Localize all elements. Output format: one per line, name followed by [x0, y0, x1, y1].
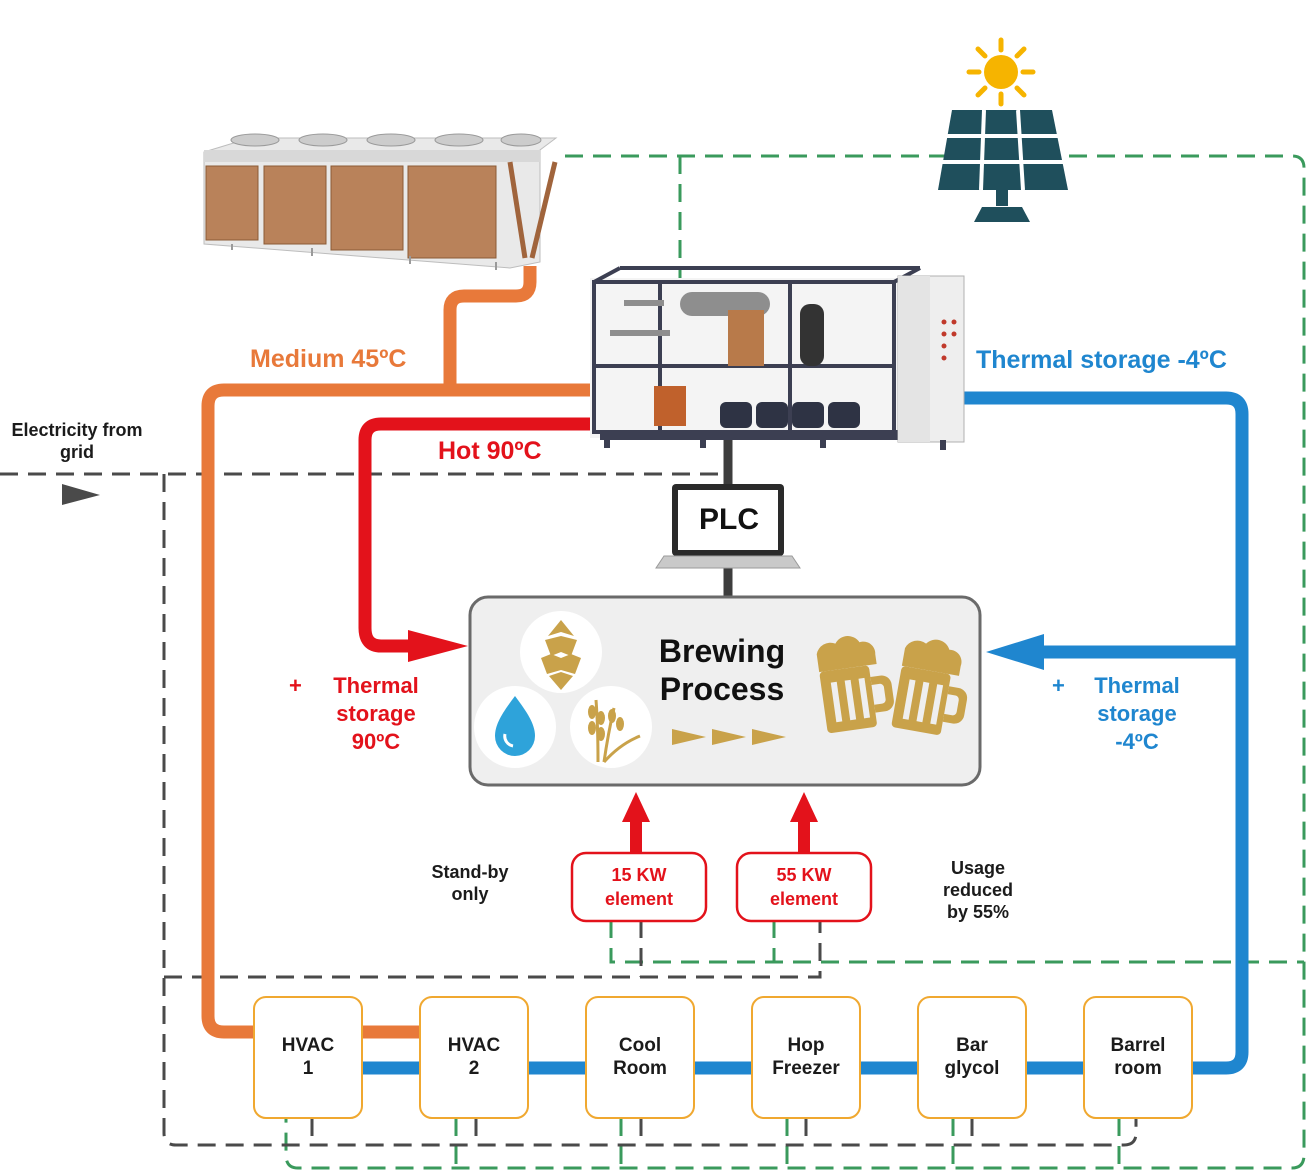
hop-icon — [520, 611, 602, 693]
unit-hop-freezer: Hop Freezer — [752, 1034, 860, 1080]
unit-bar-glycol: Bar glycol — [918, 1034, 1026, 1080]
cold-storage-line3: -4ºC — [1115, 729, 1159, 754]
brewing-process-title: Brewing Process — [632, 632, 812, 708]
cold-storage-plus: + — [1052, 673, 1065, 698]
standby-line1: Stand-by — [431, 862, 509, 882]
dry-cooler-icon — [203, 133, 558, 270]
unit-hvac-2: HVAC 2 — [420, 1034, 528, 1080]
hot-storage-line2: storage — [336, 701, 416, 726]
unit-cool-room-line1: Cool — [618, 1035, 662, 1056]
cold-storage-label: Thermal storage -4ºC — [1077, 672, 1197, 756]
cold-storage-line2: storage — [1097, 701, 1177, 726]
unit-barrel-room-line2: room — [1114, 1058, 1162, 1079]
grid-label-line1: Electricity from — [11, 420, 143, 440]
hot-flow-label: Hot 90ºC — [438, 437, 542, 465]
element-box-15kw — [570, 851, 708, 923]
hot-storage-plus: + — [289, 673, 302, 698]
hot-temperature-pipe — [358, 417, 596, 653]
element-15kw-label: 15 KW element — [572, 863, 706, 911]
unit-hvac-1-line2: 1 — [302, 1058, 314, 1079]
element-15kw-line1: 15 KW — [611, 865, 667, 885]
hot-inlet-arrow-icon — [408, 630, 468, 662]
usage-note: Usage reduced by 55% — [918, 857, 1038, 923]
plc-label: PLC — [699, 503, 759, 536]
unit-hvac-1: HVAC 1 — [254, 1034, 362, 1080]
unit-cool-room: Cool Room — [586, 1034, 694, 1080]
unit-hvac-2-line1: HVAC — [447, 1035, 501, 1056]
grid-direction-arrow-icon — [62, 484, 100, 505]
grid-label: Electricity from grid — [0, 419, 154, 463]
medium-temperature-pipe — [201, 266, 596, 1039]
hot-storage-line1: Thermal — [333, 673, 419, 698]
water-drop-icon — [474, 686, 556, 768]
unit-hvac-1-line1: HVAC — [281, 1035, 335, 1056]
sun-icon — [966, 37, 1036, 107]
unit-barrel-room: Barrel room — [1084, 1034, 1192, 1080]
standby-line2: only — [451, 884, 489, 904]
usage-line2: reduced — [942, 880, 1014, 900]
cold-flow-label: Thermal storage -4ºC — [976, 346, 1227, 374]
element-55kw-line2: element — [769, 889, 839, 909]
cold-storage-pipe — [362, 391, 1249, 1075]
laptop-icon — [655, 484, 801, 569]
hot-storage-line3: 90ºC — [351, 729, 401, 754]
hot-storage-label: Thermal storage 90ºC — [316, 672, 436, 756]
element-55kw-label: 55 KW element — [737, 863, 871, 911]
unit-bar-glycol-line2: glycol — [944, 1058, 1000, 1079]
solar-panel-icon — [938, 109, 1068, 222]
cold-inlet-arrow-icon — [986, 634, 1044, 670]
unit-barrel-room-line1: Barrel — [1110, 1035, 1166, 1056]
solar-power-lines — [284, 154, 1306, 1170]
standby-note: Stand-by only — [410, 861, 530, 905]
heat-pump-skid-icon — [590, 266, 965, 450]
arrow-icon — [672, 729, 786, 745]
element-arrows — [622, 792, 818, 854]
element-15kw-line2: element — [604, 889, 674, 909]
medium-flow-label: Medium 45ºC — [250, 345, 407, 373]
brewing-title-line2: Process — [659, 671, 785, 707]
unit-cool-room-line2: Room — [613, 1058, 667, 1079]
unit-hvac-2-line2: 2 — [468, 1058, 480, 1079]
element-55kw-line1: 55 KW — [776, 865, 832, 885]
wheat-icon — [570, 686, 652, 768]
unit-bar-glycol-line1: Bar — [956, 1035, 988, 1056]
grid-label-line2: grid — [60, 442, 94, 462]
usage-line3: by 55% — [946, 902, 1010, 922]
beer-mugs-icon — [816, 636, 968, 735]
unit-hop-freezer-line2: Freezer — [772, 1058, 840, 1079]
usage-line1: Usage — [950, 858, 1006, 878]
element-box-55kw — [735, 851, 873, 923]
unit-boxes — [253, 996, 1193, 1119]
brewing-title-line1: Brewing — [658, 633, 786, 669]
cold-storage-line1: Thermal — [1094, 673, 1180, 698]
unit-hop-freezer-line1: Hop — [787, 1035, 825, 1056]
